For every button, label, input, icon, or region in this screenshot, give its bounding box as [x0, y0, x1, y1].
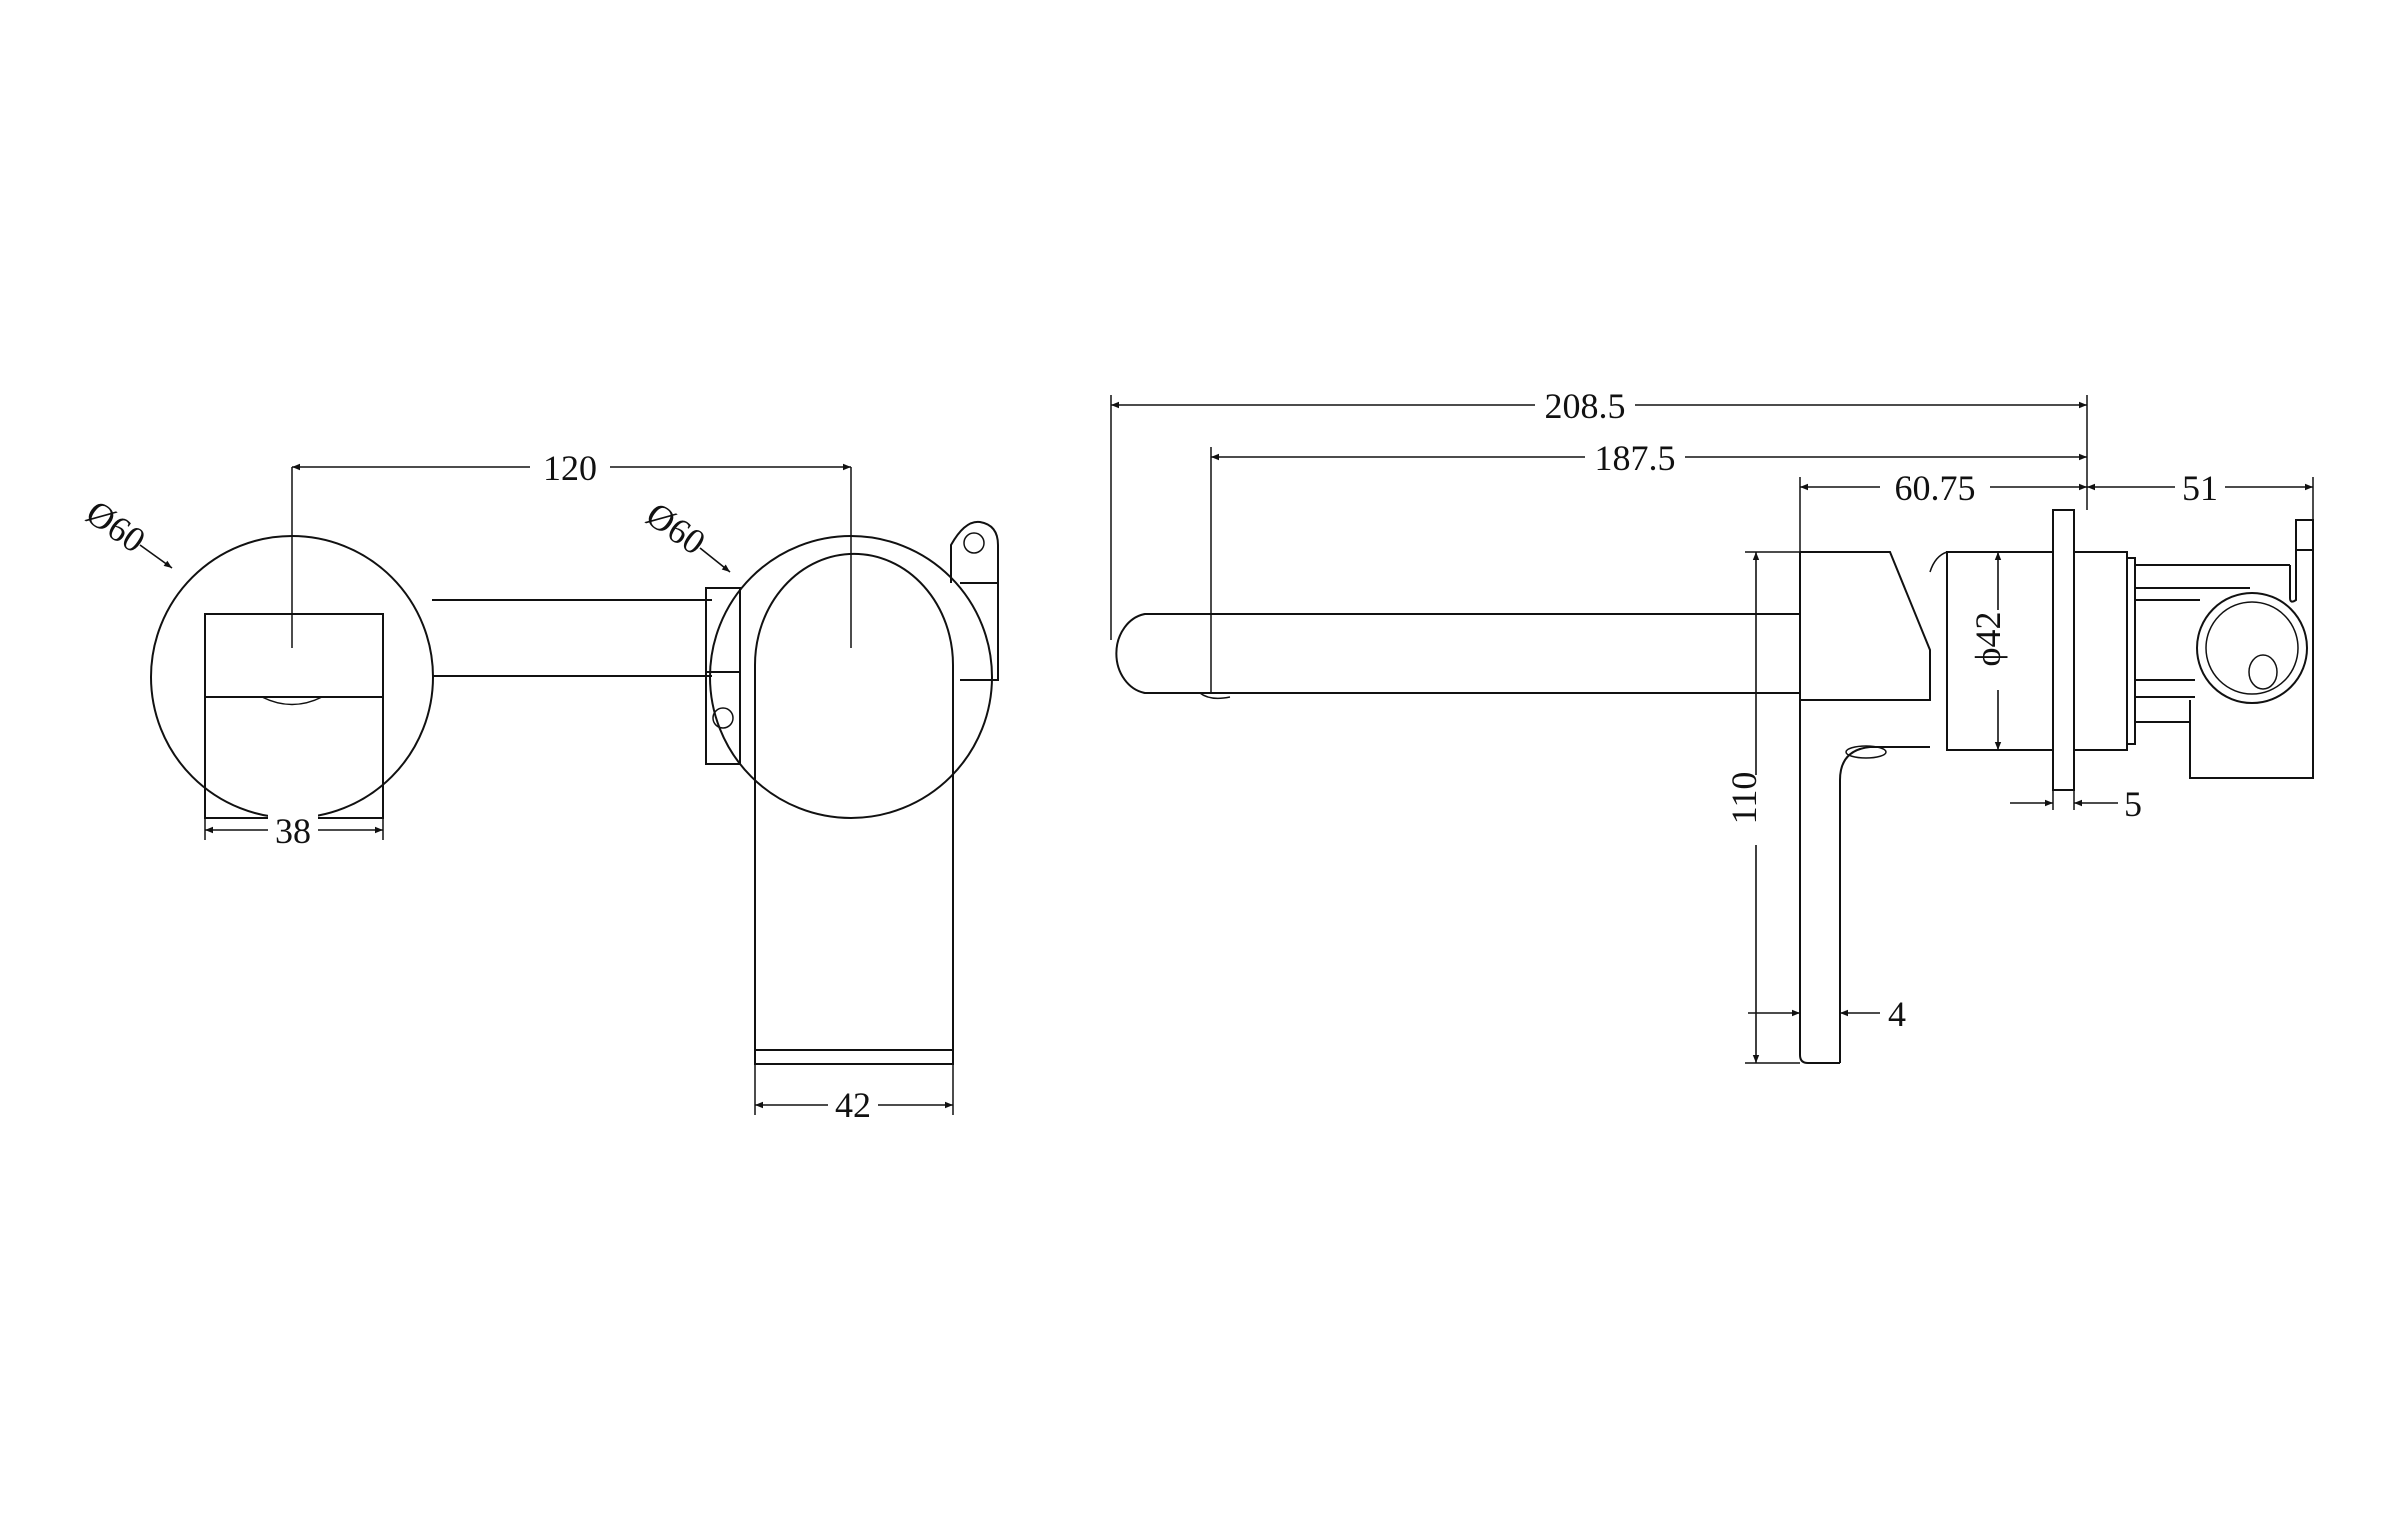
spout-body-outline — [754, 552, 954, 1065]
handle-lever-outline — [204, 613, 384, 819]
valve-body-ring — [2126, 557, 2136, 745]
wall-flange — [2052, 509, 2075, 791]
dim-label-51: 51 — [2182, 468, 2218, 508]
valve-port-hole — [2248, 654, 2278, 690]
handle-lever-inner — [1839, 746, 1930, 1063]
spout-tube-outline — [1115, 613, 1801, 694]
dim-label-110: 110 — [1724, 772, 1764, 825]
handle-lever-outer — [1799, 700, 1840, 1064]
dim-label-5: 5 — [2124, 784, 2142, 824]
handle-grip-detail — [261, 696, 323, 706]
aerator-detail — [1199, 692, 1231, 700]
leader-dia60-left — [139, 544, 173, 569]
mounting-lug-right — [950, 520, 999, 681]
lug-hole-right — [963, 532, 985, 554]
valve-body-rear — [2073, 551, 2128, 751]
handle-pivot-detail — [1845, 745, 1887, 759]
dim-label-120: 120 — [543, 448, 597, 488]
cylinder-transition — [1929, 551, 1948, 573]
dim-label-dia60-right: Ø60 — [639, 494, 713, 562]
dim-label-4: 4 — [1888, 994, 1906, 1034]
dim-label-187-5: 187.5 — [1595, 438, 1676, 478]
front-view: 120 Ø60 Ø60 38 42 — [79, 445, 999, 1127]
leader-dia60-right — [699, 547, 731, 573]
dim-label-208-5: 208.5 — [1545, 386, 1626, 426]
dim-label-dia60-left: Ø60 — [79, 492, 153, 560]
mounting-bracket-left — [705, 587, 741, 765]
dim-label-60-75: 60.75 — [1895, 468, 1976, 508]
dim-label-38: 38 — [275, 811, 311, 851]
side-view: 208.5 187.5 60.75 51 ϕ42 110 4 — [1110, 385, 2314, 1064]
dim-label-42: 42 — [835, 1085, 871, 1125]
mixer-body-upper — [1800, 551, 1931, 701]
valve-port-inner — [2205, 601, 2299, 695]
valve-housing-outline — [2189, 519, 2314, 779]
valve-port-outer — [2196, 592, 2308, 704]
dim-label-phi42: ϕ42 — [1968, 612, 2008, 667]
bracket-hole-left — [712, 707, 734, 729]
